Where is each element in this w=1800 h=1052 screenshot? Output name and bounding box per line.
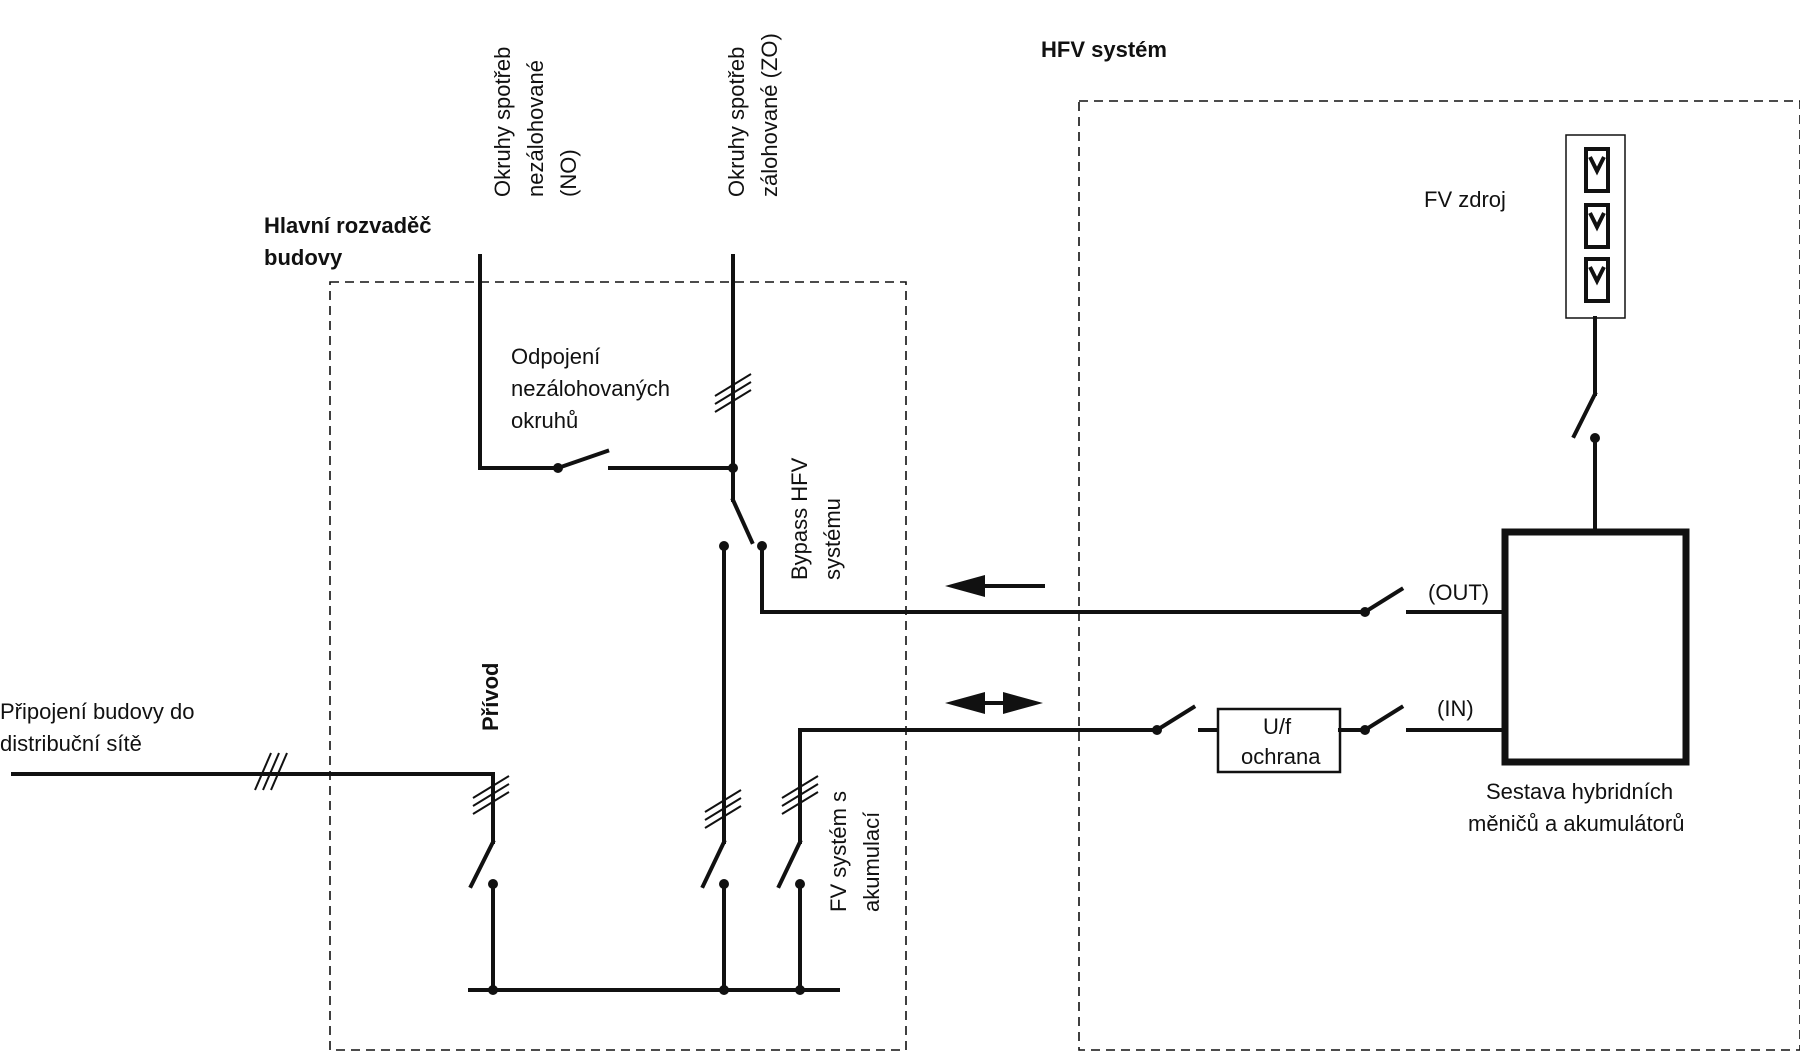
in-label: (IN) xyxy=(1437,696,1474,721)
svg-text:Okruhy spotřeb: Okruhy spotřeb xyxy=(724,47,749,197)
assembly-label-line2: měničů a akumulátorů xyxy=(1468,811,1684,836)
svg-text:systému: systému xyxy=(820,498,845,580)
grid-connection-label: Připojení budovy do xyxy=(0,699,194,724)
disconnect-label: Odpojení xyxy=(511,344,600,369)
disconnect-label-line3: okruhů xyxy=(511,408,578,433)
uf-protection-label: U/f xyxy=(1263,714,1292,739)
pv-accumulation-label: FV systém s akumulací xyxy=(826,791,884,912)
bidirectional-flow-arrow-head-right xyxy=(1003,692,1043,714)
bus-junction-inverter xyxy=(719,985,729,995)
hfv-system-title: HFV systém xyxy=(1041,37,1167,62)
pv-switch-blade xyxy=(1571,391,1598,439)
bypass-switch-blade xyxy=(730,497,755,545)
bus-junction-pv xyxy=(795,985,805,995)
disconnect-switch-blade xyxy=(555,448,610,471)
svg-text:nezálohované: nezálohované xyxy=(523,60,548,197)
svg-text:zálohované (ZO): zálohované (ZO) xyxy=(757,33,782,197)
svg-text:Okruhy spotřeb: Okruhy spotřeb xyxy=(490,47,515,197)
disconnect-label-line2: nezálohovaných xyxy=(511,376,670,401)
three-phase-mark xyxy=(704,789,742,829)
backed-circuits-label: Okruhy spotřeb zálohované (ZO) xyxy=(724,33,782,197)
unbacked-circuit-wire xyxy=(478,254,560,470)
hybrid-inverter-battery-assembly xyxy=(1501,528,1690,766)
supply-switch-blade xyxy=(468,839,496,889)
out-label: (OUT) xyxy=(1428,580,1489,605)
main-board-title: Hlavní rozvaděč xyxy=(264,213,432,238)
out-switch-blade xyxy=(1362,586,1405,615)
unbacked-circuits-label: Okruhy spotřeb nezálohované (NO) xyxy=(490,47,581,197)
in-switch-blade xyxy=(1362,704,1405,733)
pv-accumulation-wire xyxy=(798,728,1159,844)
pv-panel-icon xyxy=(1584,147,1610,303)
svg-text:akumulací: akumulací xyxy=(859,812,884,912)
assembly-label: Sestava hybridních xyxy=(1486,779,1673,804)
svg-text:Bypass HFV: Bypass HFV xyxy=(787,457,812,580)
pv-accumulation-switch-blade xyxy=(776,839,803,889)
supply-label: Přívod xyxy=(478,663,503,731)
three-phase-mark xyxy=(472,775,510,815)
svg-text:Přívod: Přívod xyxy=(478,663,503,731)
uf-protection-label-line2: ochrana xyxy=(1241,744,1321,769)
power-flow-arrow-left-head xyxy=(945,575,985,597)
three-phase-mark xyxy=(254,752,288,791)
three-phase-mark xyxy=(714,373,752,413)
inverter-feed-switch-blade xyxy=(700,839,727,889)
grid-side-switch-blade xyxy=(1154,704,1197,733)
pv-source-label: FV zdroj xyxy=(1424,187,1506,212)
bidirectional-flow-arrow-head-left xyxy=(945,692,985,714)
svg-text:FV systém s: FV systém s xyxy=(826,791,851,912)
inverter-output-wire xyxy=(760,544,1367,614)
hfv-system-boundary xyxy=(1078,100,1800,1051)
main-board-title-line2: budovy xyxy=(264,245,343,270)
uf-protection-box xyxy=(1216,707,1342,774)
three-phase-mark xyxy=(781,775,819,815)
grid-feeder-wire xyxy=(11,772,495,844)
main-board-boundary xyxy=(329,281,907,1051)
grid-connection-label-line2: distribuční sítě xyxy=(0,731,142,756)
bus-junction-supply xyxy=(488,985,498,995)
bypass-label: Bypass HFV systému xyxy=(787,457,845,580)
svg-text:(NO): (NO) xyxy=(556,149,581,197)
